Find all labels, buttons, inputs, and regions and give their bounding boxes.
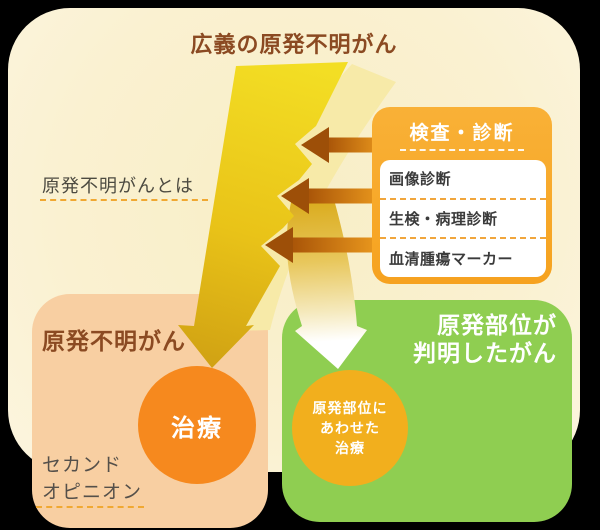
identified-title-line2: 判明したがん <box>413 340 557 367</box>
second-opinion-dashed-underline <box>36 506 144 508</box>
identified-primary-title: 原発部位が 判明したがん <box>413 311 557 367</box>
diagnosis-panel-header: 検査・診断 <box>409 123 515 144</box>
diagnosis-header-dashed-underline <box>400 149 524 151</box>
second-opinion-note: セカンド オピニオン <box>42 453 142 506</box>
identified-primary-box: 原発部位が 判明したがん 原発部位に あわせた 治療 <box>282 300 572 522</box>
matched-treatment-line1: 原発部位に <box>312 399 388 416</box>
second-opinion-line2: オピニオン <box>42 481 143 503</box>
identified-title-line1: 原発部位が <box>437 312 557 338</box>
page-title: 広義の原発不明がん <box>190 32 398 57</box>
list-item-serum-tumor-marker: 血清腫瘍マーカー <box>380 237 546 277</box>
unknown-primary-box: 原発不明がん 治療 セカンド オピニオン <box>32 294 268 528</box>
second-opinion-line1: セカンド <box>42 455 123 476</box>
diagnosis-method-list: 画像診断 生検・病理診断 血清腫瘍マーカー <box>380 160 546 277</box>
list-item-biopsy-pathology: 生検・病理診断 <box>380 197 546 238</box>
left-note-dashed-underline <box>40 199 208 201</box>
left-note-label: 原発不明がんとは <box>42 176 194 196</box>
diagnosis-panel: 検査・診断 画像診断 生検・病理診断 血清腫瘍マーカー <box>372 107 552 284</box>
matched-treatment-line2: あわせた <box>320 419 380 436</box>
list-item-imaging: 画像診断 <box>389 171 452 189</box>
treatment-circle: 治療 <box>138 366 256 484</box>
matched-treatment-line3: 治療 <box>335 440 365 457</box>
matched-treatment-text: 原発部位に あわせた 治療 <box>313 398 388 459</box>
unknown-primary-title: 原発不明がん <box>42 328 186 354</box>
matched-treatment-circle: 原発部位に あわせた 治療 <box>292 370 408 486</box>
